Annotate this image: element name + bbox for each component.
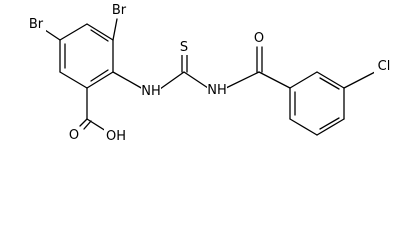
bond-nh-cs	[159, 71, 185, 90]
atom-br-left: Br	[29, 17, 44, 32]
bond-ring1-c5-c6	[59, 71, 88, 89]
bond-ring2-inner-2	[319, 117, 340, 130]
atom-nh-left: NH	[141, 84, 161, 99]
atom-acid-hydroxyl: OH	[106, 129, 126, 144]
bond-nh-carbonyl	[225, 71, 260, 89]
bond-ring1-c4-c5	[86, 71, 114, 89]
atom-chlorine: Cl	[378, 59, 391, 74]
bond-ring2-c2-c3	[316, 71, 345, 89]
atom-nh-right: NH	[207, 83, 227, 98]
atom-carbonyl-oxygen: O	[254, 31, 264, 46]
bond-c3-cl	[343, 71, 376, 89]
bond-ring2-c4-c5	[316, 118, 345, 136]
bond-ring1-c1-c2	[59, 23, 88, 41]
bond-ring2-c5-c6	[289, 118, 318, 136]
chemical-structure: Br Br NH S NH O Cl O OH	[26, 2, 394, 144]
bond-lines	[44, 18, 376, 136]
bond-c3-br	[112, 18, 118, 41]
atom-labels: Br Br NH S NH O Cl O OH	[26, 2, 394, 144]
bond-c1-br	[44, 29, 61, 41]
bond-c4-nh	[112, 71, 144, 90]
bond-cs-nh	[183, 71, 209, 89]
bond-ring2-inner-1	[319, 77, 340, 90]
bond-carboxyl-oh	[86, 118, 107, 132]
atom-acid-oxygen: O	[69, 128, 79, 143]
bond-ring1-inner-2	[90, 69, 109, 82]
atom-br-right: Br	[112, 3, 127, 18]
bond-carboxyl-o-double-a	[79, 118, 88, 127]
bond-ring2-c1-c2	[289, 71, 318, 89]
bond-ring1-c2-c3	[86, 23, 114, 41]
atom-sulfur: S	[180, 40, 188, 55]
bond-ring1-inner-1	[90, 29, 109, 42]
bond-carbonyl-ring2	[258, 71, 291, 89]
bond-carboxyl-o-double-b	[83, 120, 92, 130]
